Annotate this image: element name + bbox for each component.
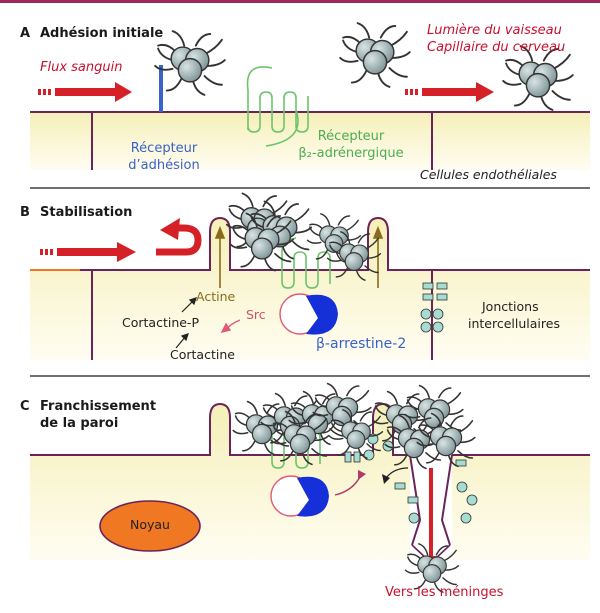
panel-c-letter: C xyxy=(20,399,30,414)
arrestin-b xyxy=(279,293,338,335)
panel-b xyxy=(30,192,590,377)
junctions-label-line1: Jonctions xyxy=(482,299,539,314)
src-arrow xyxy=(220,319,241,334)
actine-label: Actine xyxy=(196,289,236,304)
panel-c-junction-arrowhead xyxy=(382,474,390,484)
panel-a-flow-arrow-right xyxy=(405,82,494,102)
panel-c xyxy=(30,382,590,593)
meninges-label: Vers les méninges xyxy=(385,585,504,600)
beta2-label-line2: β₂-adrénergique xyxy=(298,146,404,161)
arrestin-c xyxy=(270,475,329,517)
arrestin-label: β-arrestine-2 xyxy=(316,336,407,352)
panel-b-title: Stabilisation xyxy=(40,205,133,220)
panel-a-letter: A xyxy=(20,26,31,41)
bacterium-a2 xyxy=(339,22,411,88)
panel-b-letter: B xyxy=(20,205,30,220)
panel-c-title-line2: de la paroi xyxy=(40,416,119,431)
beta2-receptor-a xyxy=(246,66,309,147)
cortactine-label: Cortactine xyxy=(170,347,235,362)
panel-a-cell-layer xyxy=(30,112,590,170)
nucleus-label: Noyau xyxy=(130,517,170,532)
panel-b-membrane xyxy=(30,216,590,271)
src-label: Src xyxy=(246,307,266,322)
signal-arrows xyxy=(175,297,197,349)
adhesion-label-line2: d’adhésion xyxy=(128,158,200,173)
top-accent-bar xyxy=(0,0,600,3)
endothelial-label: Cellules endothéliales xyxy=(420,167,557,182)
nucleus xyxy=(99,500,201,552)
junctions-label-line2: intercellulaires xyxy=(468,316,560,331)
bacterium-a1 xyxy=(154,30,226,96)
junctions-c xyxy=(344,433,478,524)
panel-c-signal-arrowhead xyxy=(358,470,366,480)
lumen-label-line1: Lumière du vaisseau xyxy=(427,23,562,38)
flux-label-a: Flux sanguin xyxy=(40,60,123,75)
panel-a-flow-arrow xyxy=(38,82,132,102)
adhesion-label-line1: Récepteur xyxy=(130,141,198,156)
panel-b-flow-arrow xyxy=(40,218,202,262)
adhesion-receptor xyxy=(159,65,163,112)
cortactine-p-label: Cortactine-P xyxy=(122,315,199,330)
panel-c-junction-arrow xyxy=(385,467,409,479)
panel-a xyxy=(30,22,590,189)
actin-arrows xyxy=(214,225,384,288)
panel-a-title: Adhésion initiale xyxy=(40,26,164,41)
panel-c-title-line1: Franchissement xyxy=(40,399,157,414)
beta2-label-line1: Récepteur xyxy=(317,129,385,144)
lumen-label-line2: Capillaire du cerveau xyxy=(427,40,566,55)
junctions-b xyxy=(420,282,448,333)
panel-b-cell-layer xyxy=(30,218,590,360)
